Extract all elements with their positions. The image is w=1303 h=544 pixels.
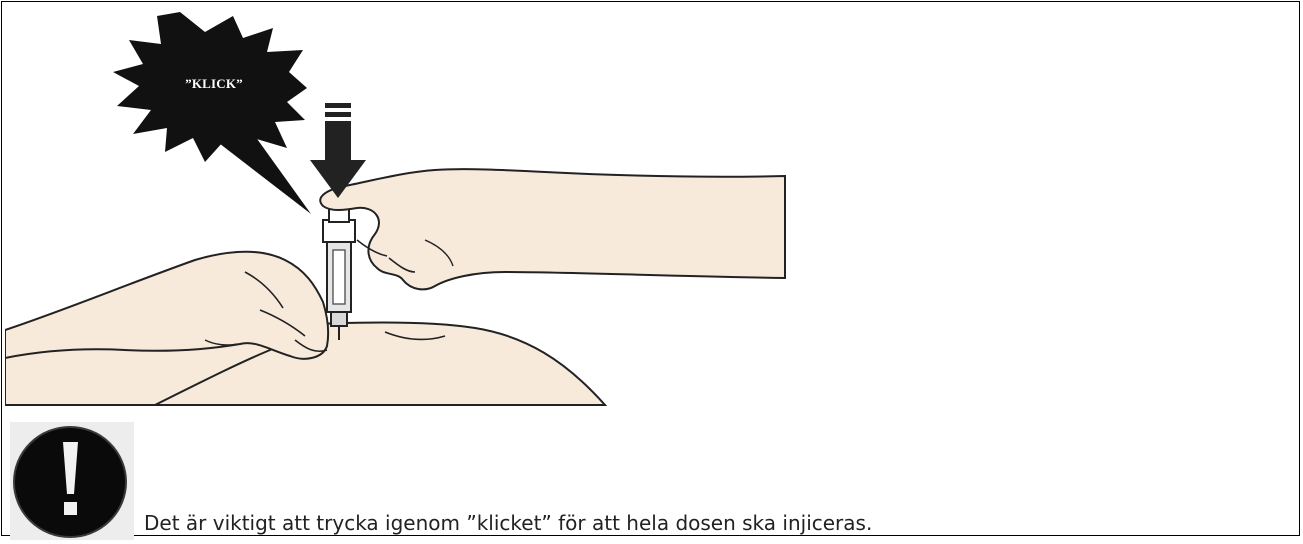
exclamation-warning-icon [10,422,134,540]
left-hand [5,252,328,359]
klick-burst [113,12,311,214]
warning-text: Det är viktigt att trycka igenom ”klicke… [144,510,872,536]
right-hand [320,169,785,289]
klick-label: ”KLICK” [139,76,289,92]
injection-illustration: ”KLICK” [5,10,805,412]
